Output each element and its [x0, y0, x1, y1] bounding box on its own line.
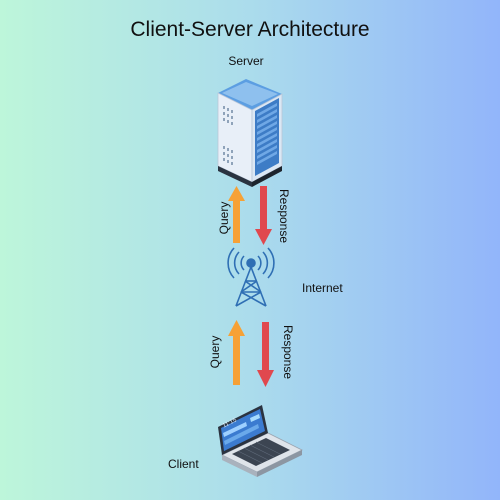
upper-query-label: Query [217, 201, 231, 235]
upper-query-arrow [228, 186, 245, 243]
internet-label: Internet [302, 281, 343, 295]
lower-query-arrow [228, 320, 245, 385]
internet-tower-icon [227, 247, 275, 307]
diagram-title: Client-Server Architecture [130, 18, 370, 41]
client-label: Client [168, 457, 199, 471]
lower-response-label: Response [281, 324, 295, 380]
lower-response-arrow [257, 322, 274, 387]
server-label: Server [228, 54, 264, 68]
server-icon [217, 79, 283, 187]
lower-query-label: Query [208, 335, 222, 369]
client-laptop-icon [218, 405, 303, 477]
upper-response-arrow [255, 186, 272, 245]
upper-response-label: Response [277, 188, 291, 244]
